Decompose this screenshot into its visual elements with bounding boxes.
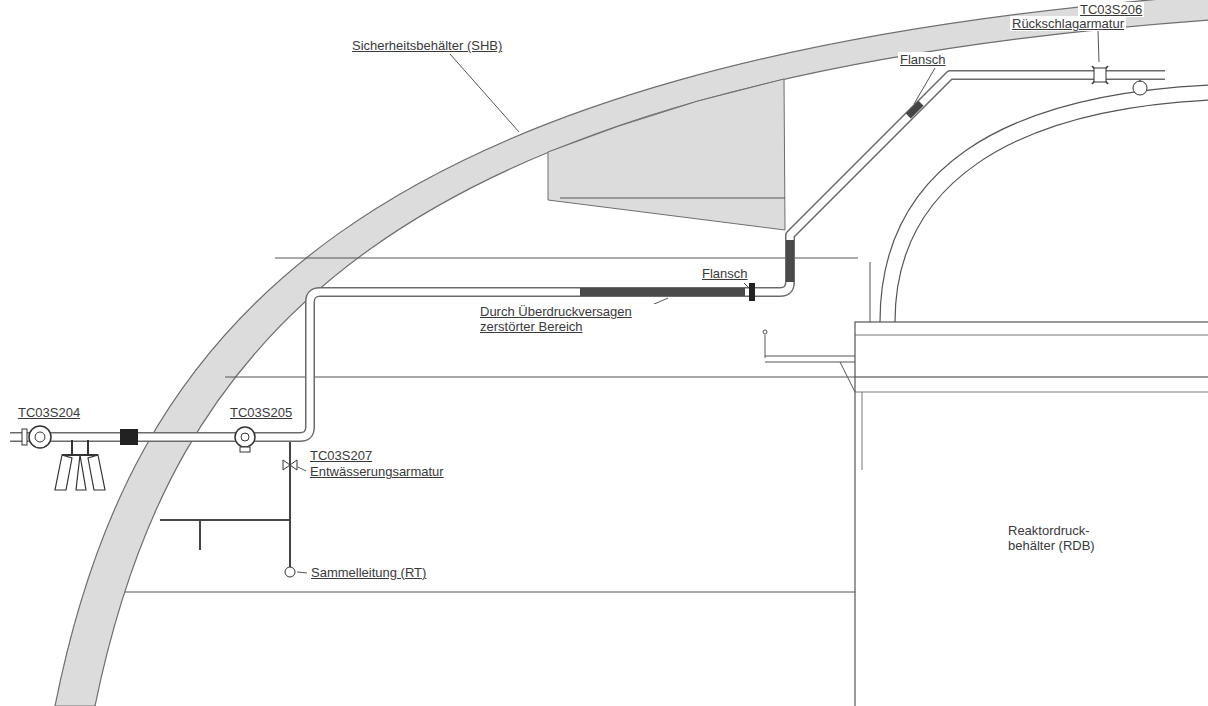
flange-symbol xyxy=(120,429,138,445)
valve-symbol xyxy=(22,429,27,445)
vessel-region: Reaktordruck- behälter (RDB) xyxy=(856,393,1208,706)
leader-line xyxy=(450,54,519,132)
part-label: Flansch xyxy=(898,52,948,67)
valve-symbol xyxy=(1140,80,1141,82)
vessel-label: Reaktordruck- behälter (RDB) xyxy=(1006,523,1122,553)
vessel-flange xyxy=(855,322,1208,377)
leader-line xyxy=(298,467,306,471)
flange-symbol xyxy=(749,283,755,301)
floor-line xyxy=(870,262,871,322)
destroyed-section xyxy=(786,240,794,282)
floor-line xyxy=(560,198,785,199)
floor-line xyxy=(275,258,858,259)
part-label: TC03S204 xyxy=(16,405,82,420)
valve-symbol xyxy=(240,447,250,452)
check-valve-symbol xyxy=(1092,66,1108,84)
valve-symbol xyxy=(35,432,45,442)
valve-symbol xyxy=(1133,81,1147,95)
vessel-dome xyxy=(880,85,1208,322)
drain-line xyxy=(199,520,201,550)
containment-shell xyxy=(55,0,1208,706)
check-valve-symbol xyxy=(1094,68,1106,82)
drain-line xyxy=(289,442,291,567)
destroyed-section xyxy=(580,288,745,296)
part-label: TC03S206 xyxy=(1078,2,1144,17)
leader-line xyxy=(744,283,749,288)
vessel-dome xyxy=(895,100,1208,322)
concrete-wedge xyxy=(548,79,785,230)
support-symbol xyxy=(62,440,98,455)
drain-line xyxy=(160,519,290,521)
valve-symbol xyxy=(235,427,255,447)
instrument-line xyxy=(765,356,855,392)
part-label: Sicherheitsbehälter (SHB) xyxy=(350,38,504,53)
leader-line xyxy=(914,68,935,104)
header-symbol xyxy=(285,567,295,577)
valve-symbol xyxy=(241,433,249,441)
drain-valve-symbol xyxy=(283,460,297,470)
leader-line xyxy=(1098,31,1099,62)
vessel-wall xyxy=(862,392,863,470)
leader-line xyxy=(297,572,307,573)
support-symbol xyxy=(55,455,105,490)
instrument-line xyxy=(765,335,766,358)
vessel-wall xyxy=(854,377,855,706)
vessel-flange xyxy=(855,335,1208,336)
part-label: Entwässerungsarmatur xyxy=(308,464,446,479)
instrument-line xyxy=(763,330,767,334)
part-label: TC03S205 xyxy=(228,405,294,420)
part-label: Sammelleitung (RT) xyxy=(309,565,428,580)
vessel-flange xyxy=(855,392,1208,393)
part-label: Flansch xyxy=(700,266,750,281)
part-label: Durch Überdruckversagen zerstörter Berei… xyxy=(478,304,662,334)
valve-symbol xyxy=(29,426,51,448)
floor-line xyxy=(125,592,855,593)
floor-line xyxy=(225,377,855,378)
part-label: TC03S207 xyxy=(308,448,374,463)
pipe xyxy=(10,75,1165,437)
pipe xyxy=(10,75,1165,437)
part-label: Rückschlagarmatur xyxy=(1010,16,1126,31)
